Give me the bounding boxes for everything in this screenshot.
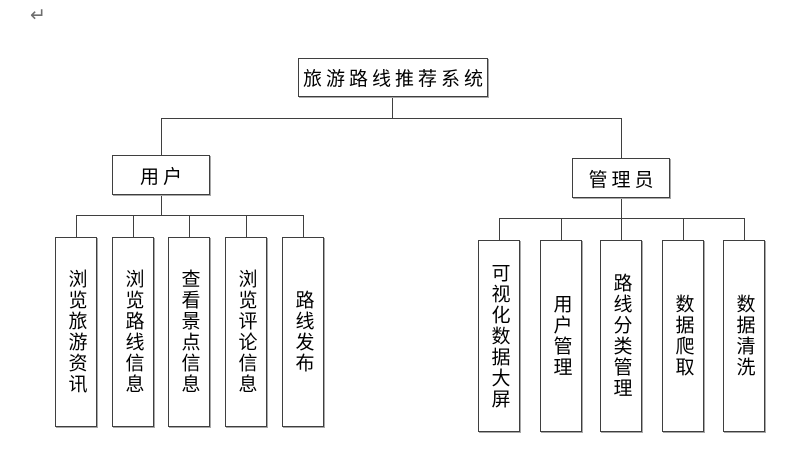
connector-leaf-stub — [246, 215, 247, 237]
branch-node-admin: 管理员 — [572, 158, 670, 198]
connector-leaf-stub — [621, 218, 622, 240]
leaf-node-data-cleaning: 数据清洗 — [723, 240, 765, 432]
leaf-node-data-visualization-screen: 可视化数据大屏 — [478, 240, 520, 432]
connector-right-horizontal-bus — [499, 218, 745, 219]
leaf-label: 浏览路线信息 — [122, 269, 144, 395]
connector-admin-drop — [621, 118, 622, 158]
leaf-node-browse-comment-info: 浏览评论信息 — [225, 237, 267, 427]
leaf-node-view-attraction-info: 查看景点信息 — [168, 237, 210, 427]
leaf-label: 浏览旅游资讯 — [65, 269, 87, 395]
connector-leaf-stub — [133, 215, 134, 237]
connector-left-horizontal-bus — [76, 215, 304, 216]
leaf-label: 用户管理 — [550, 294, 572, 378]
leaf-label: 可视化数据大屏 — [488, 262, 510, 410]
connector-user-drop — [161, 118, 162, 155]
leaf-label: 查看景点信息 — [178, 269, 200, 395]
connector-admin-down — [621, 198, 622, 218]
leaf-node-route-category-management: 路线分类管理 — [600, 240, 642, 432]
leaf-node-route-publish: 路线发布 — [282, 237, 324, 427]
connector-leaf-stub — [744, 218, 745, 240]
connector-leaf-stub — [189, 215, 190, 237]
connector-leaf-stub — [499, 218, 500, 240]
paragraph-return-mark: ↵ — [30, 4, 46, 26]
connector-leaf-stub — [561, 218, 562, 240]
leaf-label: 数据爬取 — [672, 294, 694, 378]
connector-leaf-stub — [76, 215, 77, 237]
leaf-node-data-crawling: 数据爬取 — [662, 240, 704, 432]
leaf-label: 路线分类管理 — [610, 273, 632, 399]
connector-user-down — [161, 195, 162, 215]
leaf-label: 路线发布 — [292, 290, 314, 374]
connector-leaf-stub — [303, 215, 304, 237]
connector-top-horizontal-bus — [161, 118, 622, 119]
leaf-label: 浏览评论信息 — [235, 269, 257, 395]
leaf-node-browse-travel-info: 浏览旅游资讯 — [55, 237, 97, 427]
connector-leaf-stub — [683, 218, 684, 240]
connector-root-vertical — [392, 97, 393, 118]
leaf-label: 数据清洗 — [733, 294, 755, 378]
root-node-system-title: 旅游路线推荐系统 — [298, 58, 488, 97]
branch-node-user: 用户 — [112, 155, 210, 195]
leaf-node-browse-route-info: 浏览路线信息 — [112, 237, 154, 427]
leaf-node-user-management: 用户管理 — [540, 240, 582, 432]
